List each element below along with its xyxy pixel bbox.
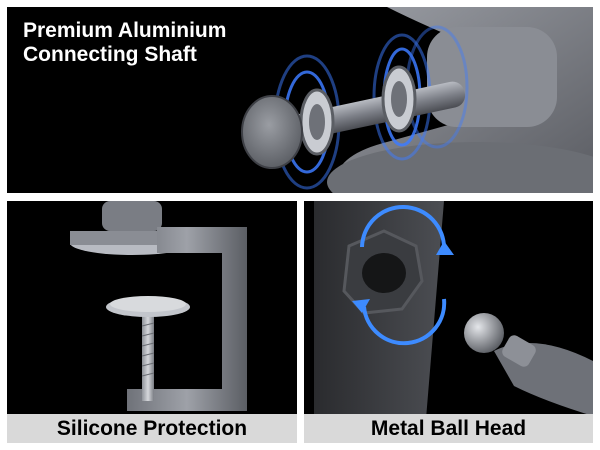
silicone-protection-caption: Silicone Protection xyxy=(7,414,297,443)
ball-head-illustration xyxy=(314,201,593,443)
metal-ball-head-panel: Metal Ball Head xyxy=(304,201,593,443)
clamp-top-joint xyxy=(102,201,162,231)
desk-clamp-illustration xyxy=(70,201,247,411)
headline-line-1: Premium Aluminium xyxy=(23,19,227,42)
headline-line-2: Connecting Shaft xyxy=(23,43,197,66)
end-cap-disc xyxy=(241,95,303,169)
hinge-block xyxy=(427,27,557,127)
metal-ball-head-caption: Metal Ball Head xyxy=(304,414,593,443)
rotation-arrows-icon xyxy=(360,205,447,346)
connecting-shaft-illustration xyxy=(241,7,593,193)
nut-socket xyxy=(362,253,406,293)
metal-ball-head xyxy=(464,313,593,416)
shaft-headline: Premium Aluminium Connecting Shaft xyxy=(23,19,226,67)
silicone-protection-panel: Silicone Protection xyxy=(7,201,297,443)
bearing-right xyxy=(381,65,417,133)
c-clamp-frame xyxy=(127,227,247,411)
bearing-left xyxy=(299,88,335,156)
screw-thread xyxy=(141,322,155,377)
connecting-shaft-panel: Premium Aluminium Connecting Shaft xyxy=(7,7,593,193)
clamp-screw xyxy=(142,313,154,401)
